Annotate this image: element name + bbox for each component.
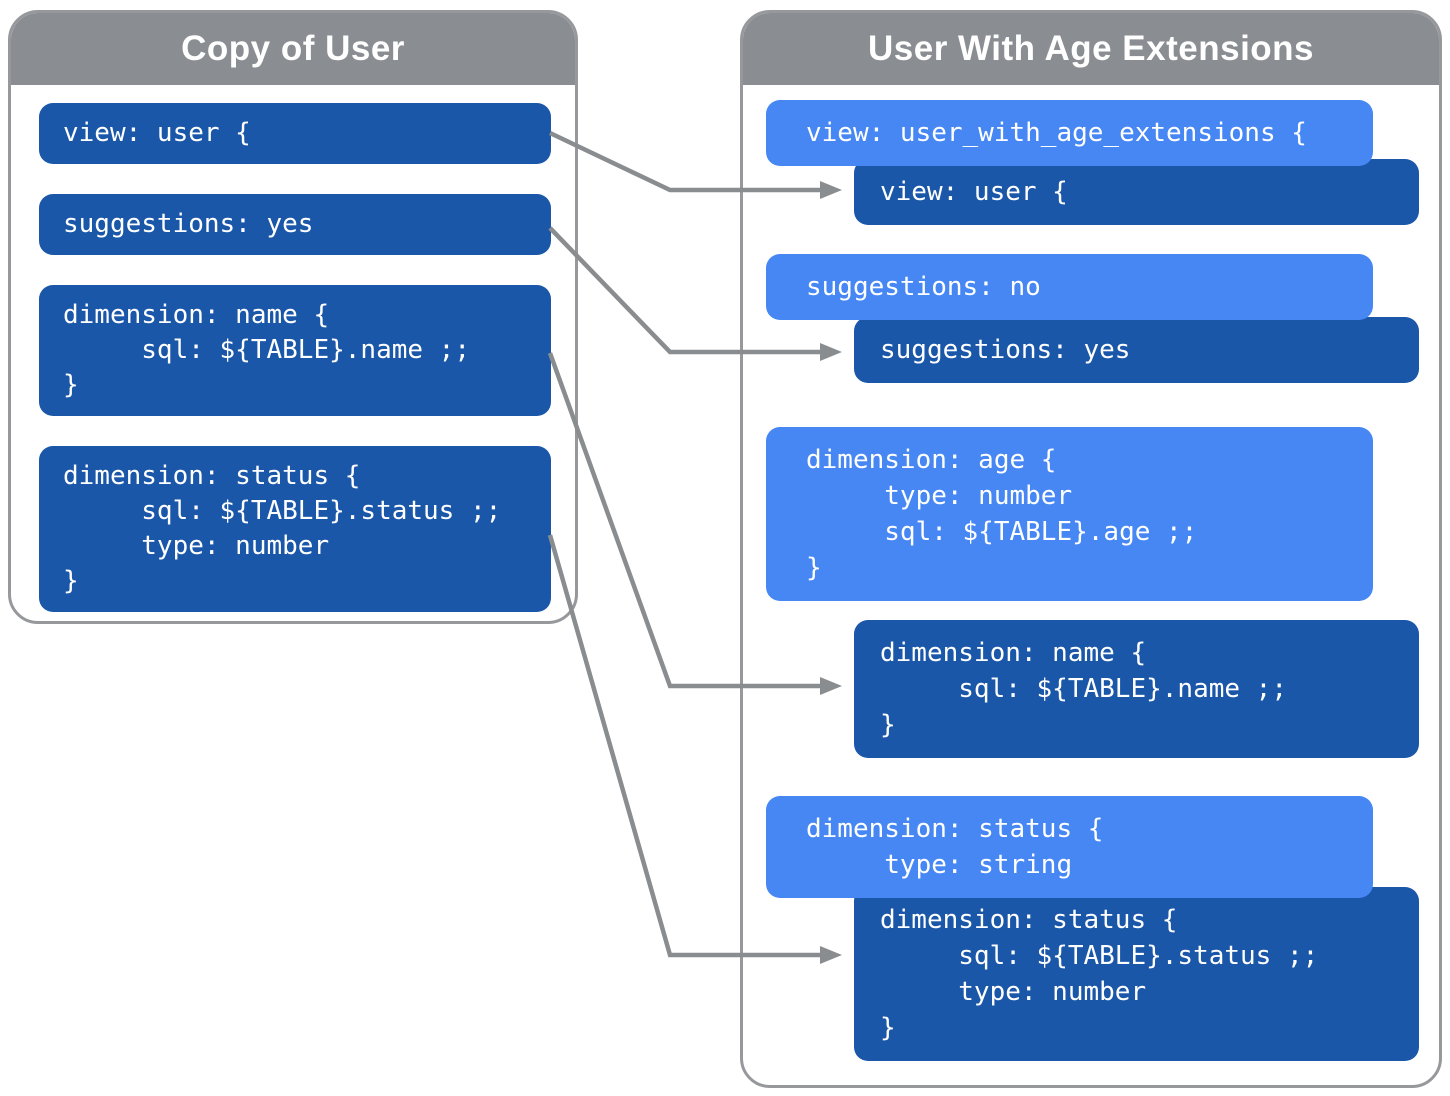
panel-copy-of-user-title: Copy of User (181, 29, 405, 68)
code-box-suggestions-refinement: suggestions: no (766, 254, 1373, 320)
panel-user-with-age-extensions: User With Age Extensions view: user_with… (740, 10, 1442, 1088)
code-box-dimension-age-refinement: dimension: age { type: number sql: ${TAB… (766, 427, 1373, 601)
code-box-dimension-status-original: dimension: status { sql: ${TABLE}.status… (854, 887, 1419, 1061)
code-box-view-refinement: view: user_with_age_extensions { (766, 100, 1373, 166)
code-box-dimension-status-refinement: dimension: status { type: string (766, 796, 1373, 898)
panel-user-with-age-extensions-header: User With Age Extensions (743, 13, 1439, 85)
panel-user-with-age-extensions-title: User With Age Extensions (867, 29, 1315, 68)
code-box-dimension-name-original: dimension: name { sql: ${TABLE}.name ;; … (854, 620, 1419, 758)
code-box-view-original: view: user { (854, 159, 1419, 225)
code-box-view-user: view: user { (39, 103, 551, 164)
code-box-dimension-status: dimension: status { sql: ${TABLE}.status… (39, 446, 551, 612)
panel-copy-of-user: Copy of User view: user { suggestions: y… (8, 10, 578, 624)
code-box-dimension-name: dimension: name { sql: ${TABLE}.name ;; … (39, 285, 551, 416)
panel-copy-of-user-header: Copy of User (11, 13, 575, 85)
code-box-suggestions-original: suggestions: yes (854, 317, 1419, 383)
code-box-suggestions-yes: suggestions: yes (39, 194, 551, 255)
